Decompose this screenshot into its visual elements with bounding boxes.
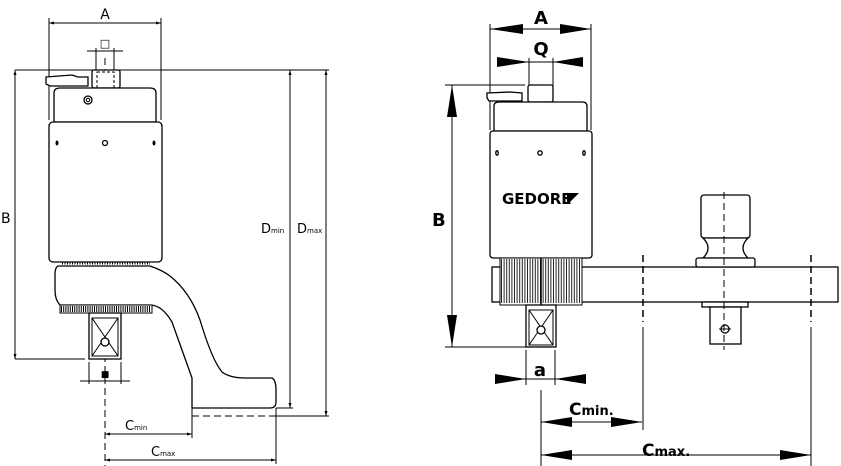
- dim-dmin-label: Dmin: [261, 222, 284, 237]
- dim-a-label: A: [534, 8, 548, 29]
- brand-logo-triangle: [567, 193, 579, 203]
- dim-cmax-label: Cmax.: [642, 441, 690, 461]
- dim-b-label: B: [1, 211, 11, 227]
- input-socket: [91, 69, 121, 89]
- lever-handle: [486, 91, 523, 102]
- dim-cmin-arrows: [541, 417, 642, 427]
- left-view: A □ B ■: [1, 7, 329, 466]
- dim-q-label: Q: [533, 39, 548, 60]
- right-view: A Q GEDORE: [432, 8, 839, 466]
- dim-a-label: A: [100, 7, 110, 23]
- dim-cmax-arrows: [541, 450, 811, 460]
- gear-head-cap: [493, 101, 588, 132]
- dim-dmax-label: Dmax: [297, 222, 322, 237]
- dim-q-arrows: [497, 57, 583, 67]
- dim-cmin-label: Cmin.: [569, 400, 614, 420]
- dim-b-label: B: [432, 210, 446, 231]
- brand-logo-text: GEDORE: [502, 190, 572, 208]
- square-drive-bottom-symbol: ■: [101, 370, 110, 380]
- dim-cmax-label: Cmax: [151, 445, 175, 460]
- dim-cmin-label: Cmin: [125, 419, 147, 434]
- support-socket: [700, 194, 751, 239]
- dim-b-arrows: [447, 85, 457, 347]
- dim-small-a-label: a: [534, 360, 546, 381]
- input-socket: [527, 84, 554, 103]
- square-drive-top-symbol: □: [100, 37, 110, 50]
- reaction-arm: [54, 265, 277, 409]
- gear-head-cap: [53, 87, 157, 123]
- dim-small-a-arrows: [495, 374, 586, 384]
- lever-handle: [45, 74, 89, 87]
- dim-a-arrows: [490, 24, 591, 34]
